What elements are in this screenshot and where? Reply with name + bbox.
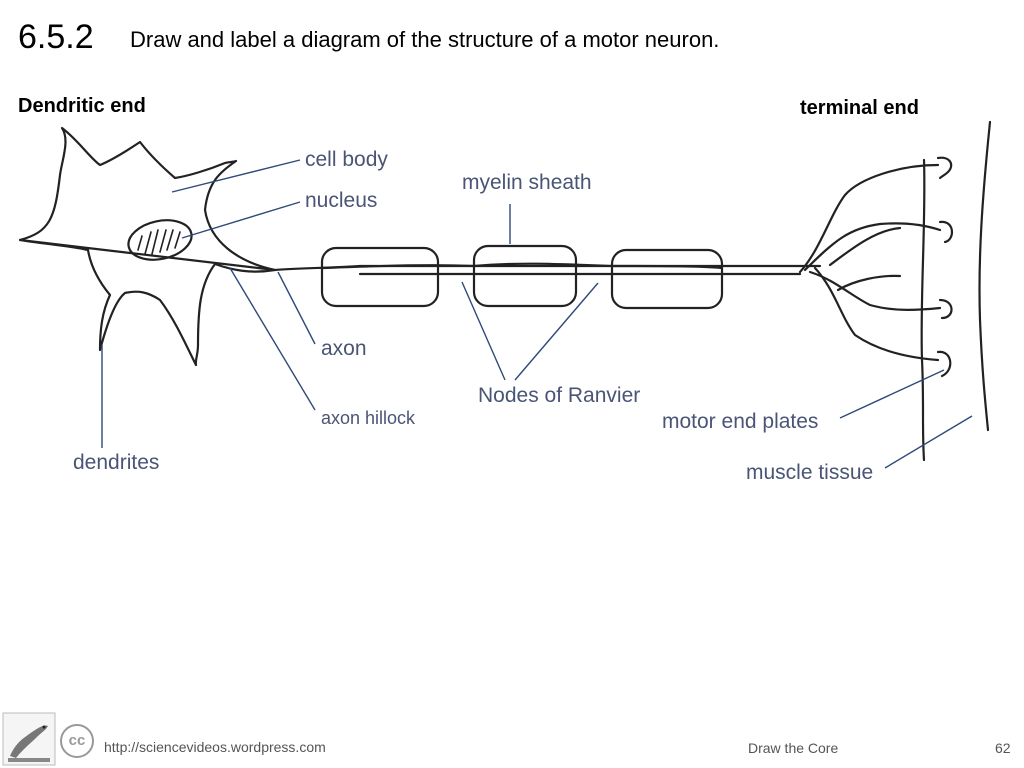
leader-node-1 [461,281,506,381]
creative-commons-icon: cc [60,724,94,758]
leader-node-2 [514,282,599,381]
muscle-tissue-left [920,158,926,462]
lizard-logo-icon [2,712,56,766]
axon-line [320,262,724,270]
terminal-branch-bottom [813,266,940,362]
myelin-sheath-2 [472,244,578,308]
label-axon-hillock: axon hillock [321,408,416,428]
leader-muscle-tissue [884,415,973,469]
label-nodes-of-ranvier: Nodes of Ranvier [478,384,641,407]
myelin-sheath-1 [320,246,440,308]
nucleus-outline [127,219,193,261]
slide-number: 6.5.2 [18,18,94,56]
end-plate-2 [938,220,953,244]
label-motor-end-plates: motor end plates [662,410,819,433]
leader-axon-hillock [229,267,316,411]
leader-nucleus [181,201,301,239]
label-dendrites: dendrites [73,451,160,474]
dendritic-end-label: Dendritic end [18,95,146,117]
muscle-tissue-right [978,120,992,432]
label-nucleus: nucleus [305,189,378,212]
label-cell-body: cell body [305,148,388,171]
end-plate-3 [938,298,953,320]
footer-center-text: Draw the Core [748,740,839,756]
terminal-branch-top [798,163,940,274]
end-plate-4 [936,350,952,378]
myelin-sheath-3 [610,248,724,310]
end-plate-1 [936,156,953,180]
label-myelin-sheath: myelin sheath [462,171,592,194]
leader-cell-body [171,159,301,193]
nucleus-stripes [137,229,181,255]
slide-title: Draw and label a diagram of the structur… [130,27,720,52]
footer-url[interactable]: http://sciencevideos.wordpress.com [104,739,326,755]
leader-motor-end-plates [839,369,945,419]
cell-body-outline [18,126,822,367]
label-axon: axon [321,337,367,360]
footer-page-number: 62 [995,740,1011,756]
leader-axon [277,271,316,345]
terminal-end-label: terminal end [800,97,919,119]
label-muscle-tissue: muscle tissue [746,461,874,484]
